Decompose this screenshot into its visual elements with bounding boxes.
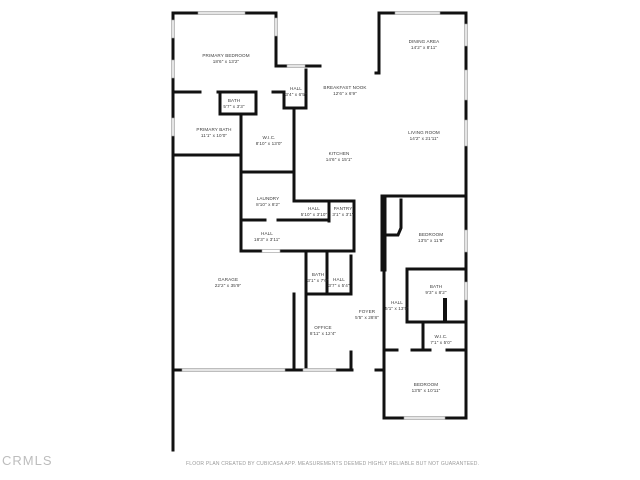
room-dimensions: 14'6" x 15'1" <box>325 157 353 162</box>
room-dimensions: 8'11" x 12'4" <box>309 331 337 336</box>
room-name: FOYER <box>358 309 376 314</box>
room-name: LIVING ROOM <box>408 130 440 135</box>
room-name: BATH <box>227 98 241 103</box>
room-dimensions: 3'1" x 3'1" <box>332 212 354 217</box>
room-name: BATH <box>429 284 443 289</box>
room-name: DINING AREA <box>408 39 440 44</box>
room-name: HALL <box>308 206 320 211</box>
room-name: HALL <box>290 86 302 91</box>
room-dimensions: 14'2" x 8'11" <box>410 45 438 50</box>
room-dimensions: 7'1" x 5'0" <box>430 340 452 345</box>
room-dimensions: 18'3" x 3'11" <box>253 237 281 242</box>
room-name: HALL <box>261 231 273 236</box>
room-name: HALL <box>333 277 345 282</box>
room-name: LAUNDRY <box>256 196 280 201</box>
room-name: PRIMARY BATH <box>196 127 232 132</box>
room-dimensions: 3'7" x 5'4" <box>328 283 350 288</box>
room-name: GARAGE <box>217 277 239 282</box>
room-dimensions: 8'10" x 13'0" <box>255 141 283 146</box>
room-dimensions: 11'1" x 10'0" <box>200 133 228 138</box>
crmls-watermark: CRMLS <box>2 453 53 468</box>
floor-plan-disclaimer: FLOOR PLAN CREATED BY CUBICASA APP. MEAS… <box>186 461 480 467</box>
room-dimensions: 14'2" x 21'11" <box>409 136 439 141</box>
room-dimensions: 13'5" x 10'11" <box>411 388 441 393</box>
room-dimensions: 22'2" x 35'9" <box>214 283 242 288</box>
room-name: BATH <box>311 272 325 277</box>
room-dimensions: 5'1" x 13'5" <box>385 306 409 311</box>
room-wic: W.I.C.7'1" x 5'0" <box>430 334 451 346</box>
room-dimensions: 18'6" x 13'2" <box>212 59 240 64</box>
room-name: BEDROOM <box>413 382 439 387</box>
room-dimensions: 3'4" x 6'5" <box>285 92 307 97</box>
room-dimensions: 13'5" x 11'8" <box>417 238 445 243</box>
room-name: OFFICE <box>314 325 332 330</box>
room-dimensions: 5'7" x 3'3" <box>223 104 245 109</box>
room-wic: W.I.C.8'10" x 13'0" <box>256 135 283 147</box>
room-name: PRIMARY BEDROOM <box>202 53 250 58</box>
room-name: HALL <box>391 300 403 305</box>
windows <box>171 11 468 420</box>
room-name: PANTRY <box>333 206 353 211</box>
room-name: W.I.C. <box>262 135 276 140</box>
room-name: BEDROOM <box>418 232 444 237</box>
room-name: W.I.C. <box>434 334 448 339</box>
room-dimensions: 12'6" x 6'9" <box>333 91 357 96</box>
room-dimensions: 8'10" x 8'2" <box>256 202 280 207</box>
room-dimensions: 5'10" x 3'10" <box>300 212 328 217</box>
room-dimensions: 9'3" x 8'2" <box>425 290 447 295</box>
room-dimensions: 3'1" x 7'6" <box>307 278 329 283</box>
room-dimensions: 5'5" x 28'8" <box>355 315 379 320</box>
room-name: KITCHEN <box>328 151 350 156</box>
room-name: BREAKFAST NOOK <box>323 85 367 90</box>
